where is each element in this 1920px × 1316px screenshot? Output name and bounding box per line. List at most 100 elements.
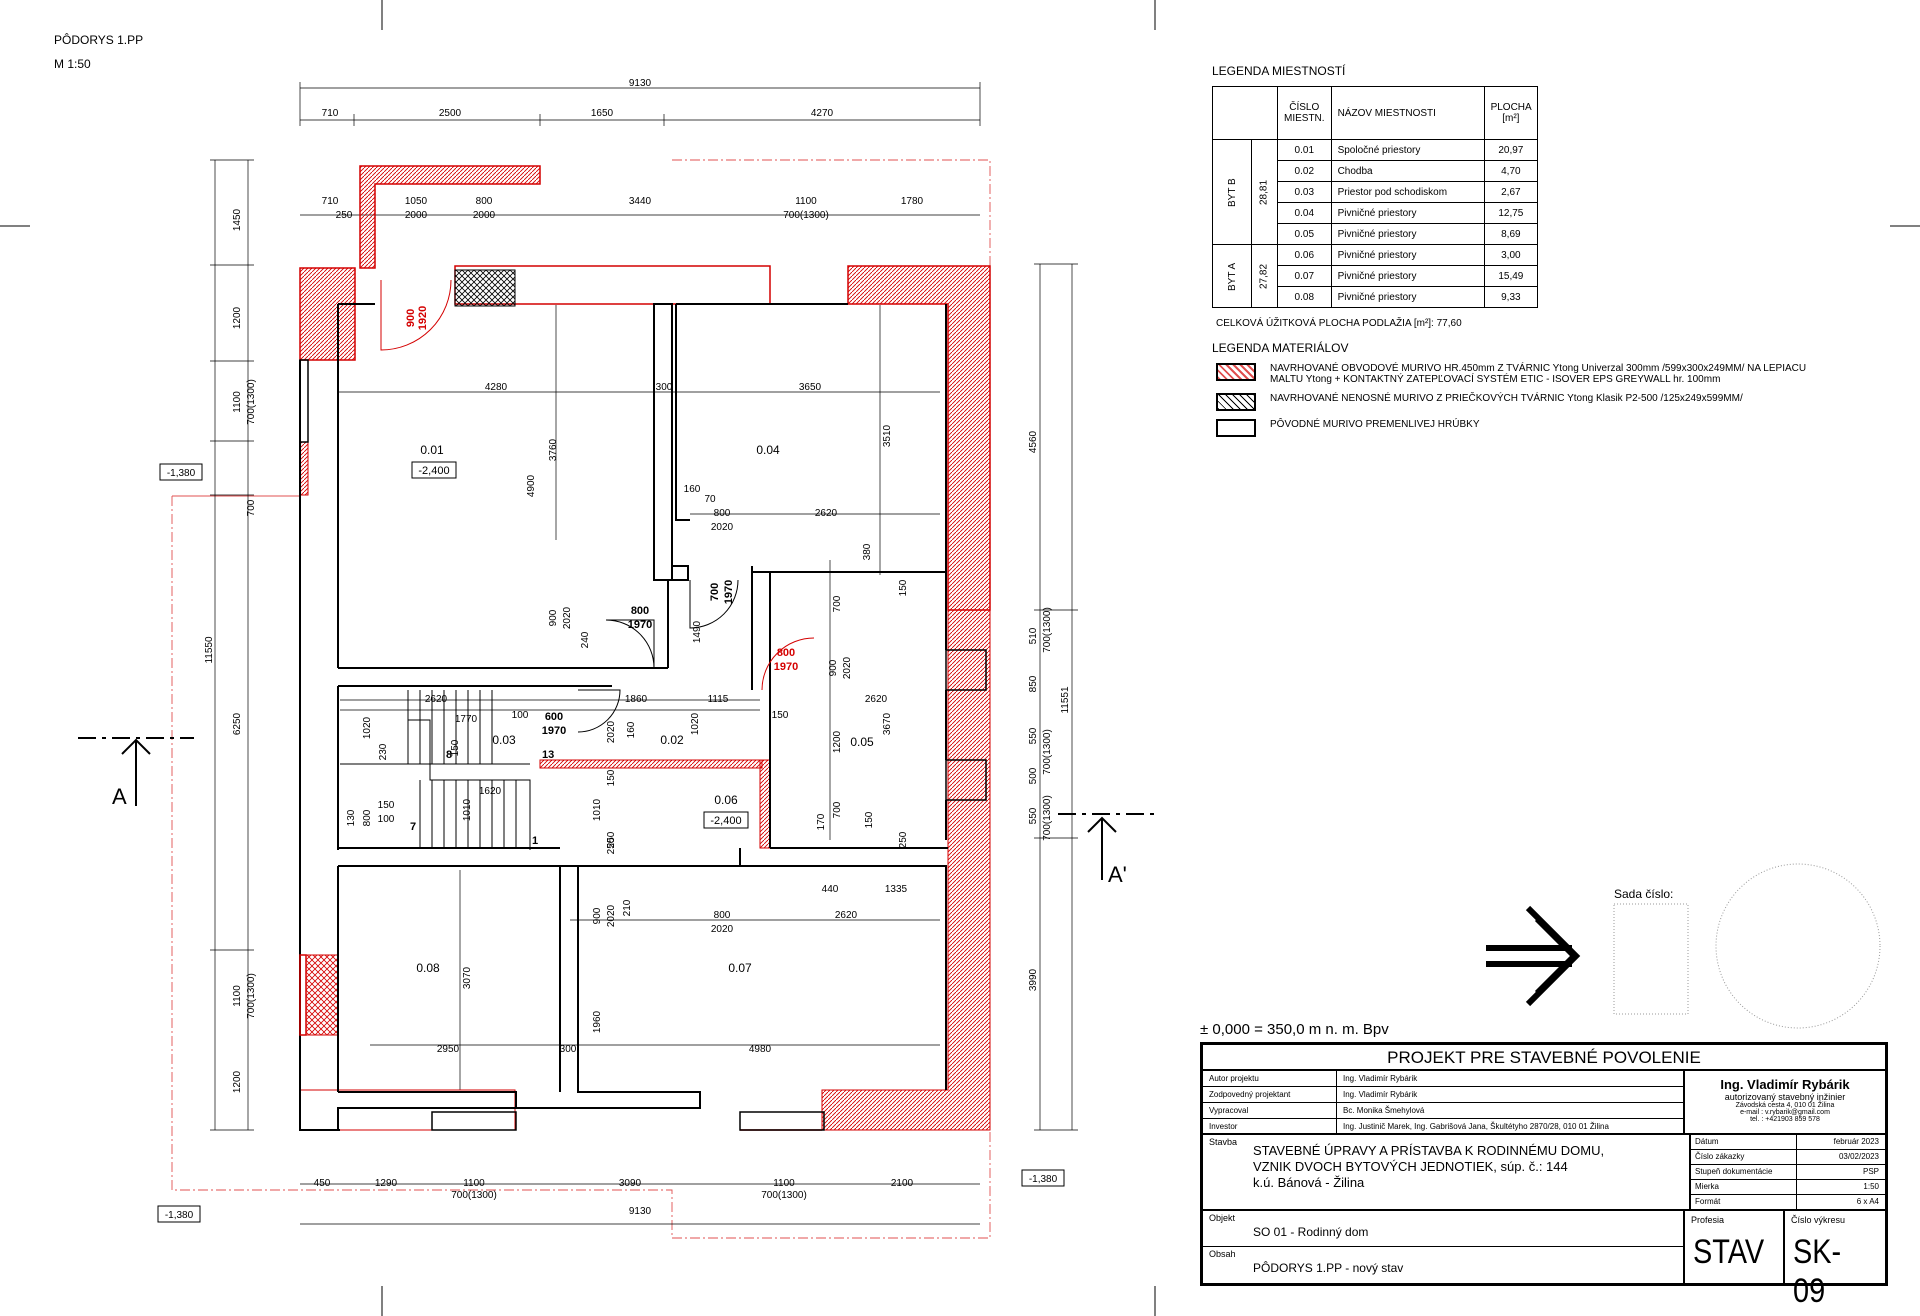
dim-int: 130	[346, 809, 357, 826]
dim-int: 440	[822, 884, 839, 895]
profesia-label: Profesia	[1691, 1215, 1725, 1225]
room-name: Pivničné priestory	[1330, 265, 1485, 287]
rooms-table: ČÍSLO MIESTN. NÁZOV MIESTNOSTI PLOCHA [m…	[1212, 86, 1539, 308]
door-5-height: 1970	[542, 725, 566, 737]
materials-legend-title: LEGENDA MATERIÁLOV	[1212, 341, 1349, 355]
dim-int: 900	[592, 907, 603, 924]
door-2-width: 800	[631, 605, 649, 617]
new-partition-wall-swatch	[1216, 393, 1256, 411]
dim-int: 800	[714, 508, 731, 519]
material-row: PÔVODNÉ MURIVO PREMENLIVEJ HRÚBKY	[1216, 419, 1852, 437]
dim-int: 4280	[485, 382, 508, 393]
dim-int: 150	[378, 800, 395, 811]
room-name: Pivničné priestory	[1330, 286, 1485, 308]
section-a-prime-label: A'	[1108, 862, 1127, 887]
exterior-walls-new	[299, 165, 991, 1131]
group-area: 27,82	[1251, 244, 1278, 308]
profesia-value: STAV	[1693, 1233, 1765, 1271]
meta-key: Číslo zákazky	[1691, 1150, 1797, 1164]
plan-title: PÔDORYS 1.PP	[54, 32, 143, 47]
dim-int: 230	[378, 743, 389, 760]
dim-right-2: 510	[1028, 627, 1039, 644]
dim-int: 2020	[711, 522, 734, 533]
section-a-label: A	[112, 784, 127, 809]
obsah-label: Obsah	[1209, 1249, 1236, 1259]
people-name: Bc. Monika Šmehylová	[1343, 1106, 1425, 1115]
meta-value: PSP	[1862, 1167, 1879, 1176]
dim-int: 210	[622, 899, 633, 916]
dim-int: 300	[656, 382, 673, 393]
room-area: 4,70	[1483, 160, 1539, 182]
room-0-06: 0.06	[714, 793, 738, 807]
meta-key: Mierka	[1691, 1180, 1797, 1194]
orientation-arrow	[1486, 905, 1581, 1007]
level-mark-right: -1,380	[1029, 1174, 1058, 1185]
dim-row2-6: 2000	[473, 210, 496, 221]
extension-outline	[171, 159, 991, 1239]
meta-row: Mierka 1:50	[1691, 1180, 1885, 1195]
door-2-height: 1970	[628, 619, 652, 631]
total-area: CELKOVÁ ÚŽITKOVÁ PLOCHA PODLAŽIA [m²]: 7…	[1216, 318, 1462, 329]
firm-role: autorizovaný stavebný inžinier	[1724, 1092, 1846, 1102]
material-row: NAVRHOVANÉ OBVODOVÉ MURIVO HR.450mm Z TV…	[1216, 363, 1852, 385]
dim-int: 170	[816, 813, 827, 830]
dim-int: 900	[548, 609, 559, 626]
col-header-area: PLOCHA [m²]	[1483, 86, 1539, 140]
existing-wall-swatch	[1216, 419, 1256, 437]
door-4-width: 800	[777, 647, 795, 659]
dim-int: 2620	[815, 508, 838, 519]
room-name: Priestor pod schodiskom	[1330, 181, 1485, 203]
dim-int: 2620	[865, 694, 888, 705]
dim-int: 1200	[832, 730, 843, 753]
dim-right-1: 4560	[1028, 430, 1039, 453]
dim-bottom-2: 1290	[375, 1178, 398, 1189]
dim-int: 1620	[479, 786, 502, 797]
stair-step-13: 13	[542, 749, 554, 761]
group-name: BYT B	[1212, 139, 1252, 245]
dim-bottom-3: 1100	[463, 1178, 485, 1189]
dim-int: 2020	[562, 606, 573, 629]
dim-int: 4900	[526, 474, 537, 497]
room-area: 20,97	[1483, 139, 1539, 161]
room-number: 0.03	[1277, 181, 1332, 203]
room-0-04: 0.04	[756, 443, 780, 457]
stavba-box: STAVEBNÉ ÚPRAVY A PRÍSTAVBA K RODINNÉMU …	[1203, 1135, 1691, 1211]
stavba-line: STAVEBNÉ ÚPRAVY A PRÍSTAVBA K RODINNÉMU …	[1253, 1143, 1605, 1158]
room-number: 0.04	[1277, 202, 1332, 224]
dim-int: 1335	[885, 884, 908, 895]
obsah-box: Obsah PÔDORYS 1.PP - nový stav	[1203, 1247, 1685, 1283]
dim-left-4: 700(1300)	[246, 379, 257, 425]
dimension-lines	[210, 82, 1078, 1225]
dim-row2-3: 1050	[405, 196, 428, 207]
dim-right-overall: 11551	[1060, 686, 1071, 714]
dim-right-5: 550	[1028, 727, 1039, 744]
obsah-text: PÔDORYS 1.PP - nový stav	[1253, 1261, 1404, 1275]
dim-row2-7: 3440	[629, 196, 652, 207]
dim-left-7: 1100	[232, 985, 243, 1007]
dim-int: 160	[684, 484, 701, 495]
dim-int: 900	[828, 659, 839, 676]
level-boxes	[157, 461, 1065, 1223]
dim-int: 2020	[606, 904, 617, 927]
firm-tel: tel. : +421903 859 578	[1750, 1116, 1820, 1123]
room-area: 15,49	[1483, 265, 1539, 287]
dim-int: 2950	[437, 1044, 460, 1055]
dim-int: 2020	[842, 656, 853, 679]
dim-right-7: 500	[1028, 767, 1039, 784]
objekt-label: Objekt	[1209, 1213, 1236, 1223]
dim-int: 800	[362, 809, 373, 826]
door-4-height: 1970	[774, 661, 798, 673]
dim-bottom-8: 2100	[891, 1178, 914, 1189]
room-number: 0.01	[1277, 139, 1332, 161]
meta-value: 1:50	[1863, 1182, 1879, 1191]
drawing-number-box: Číslo výkresu SK-09	[1785, 1211, 1885, 1310]
stavba-line: k.ú. Bánová - Žilina	[1253, 1175, 1365, 1190]
